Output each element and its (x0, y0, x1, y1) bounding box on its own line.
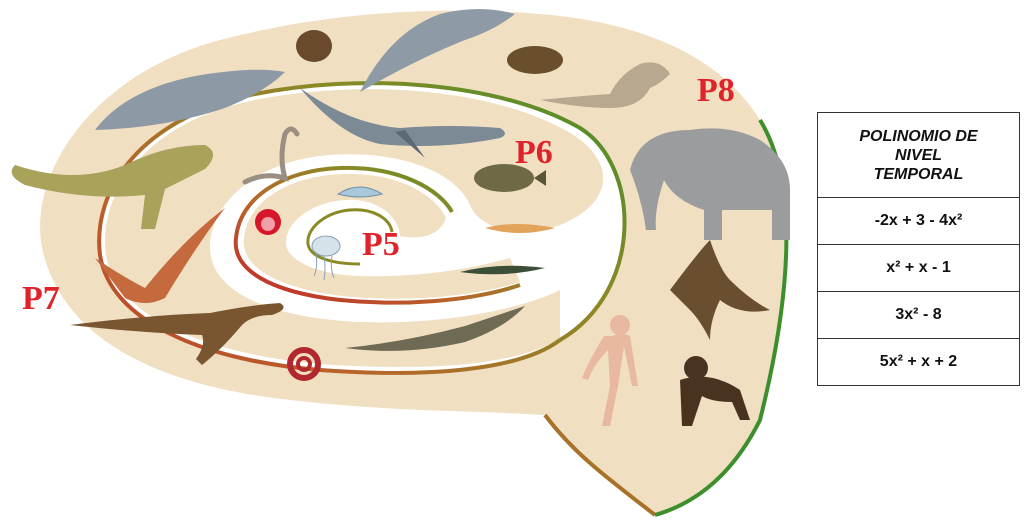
polynomial-table: POLINOMIO DE NIVEL TEMPORAL -2x + 3 - 4x… (817, 112, 1020, 386)
period-label-p8: P8 (697, 74, 735, 108)
period-label-p5: P5 (362, 228, 400, 262)
table-row-2: x² + x - 1 (818, 245, 1020, 292)
header-line-2: NIVEL (822, 146, 1015, 165)
table-row-4: 5x² + x + 2 (818, 339, 1020, 386)
beaver-icon (296, 30, 332, 62)
period-label-p6: P6 (515, 136, 553, 170)
sea-anemone-icon (255, 209, 281, 235)
table-row-1: -2x + 3 - 4x² (818, 198, 1020, 245)
platypus-icon (507, 46, 563, 74)
header-line-3: TEMPORAL (822, 165, 1015, 184)
table-header: POLINOMIO DE NIVEL TEMPORAL (818, 113, 1020, 198)
header-line-1: POLINOMIO DE (822, 127, 1015, 146)
period-label-p7: P7 (22, 282, 60, 316)
table-row-3: 3x² - 8 (818, 292, 1020, 339)
